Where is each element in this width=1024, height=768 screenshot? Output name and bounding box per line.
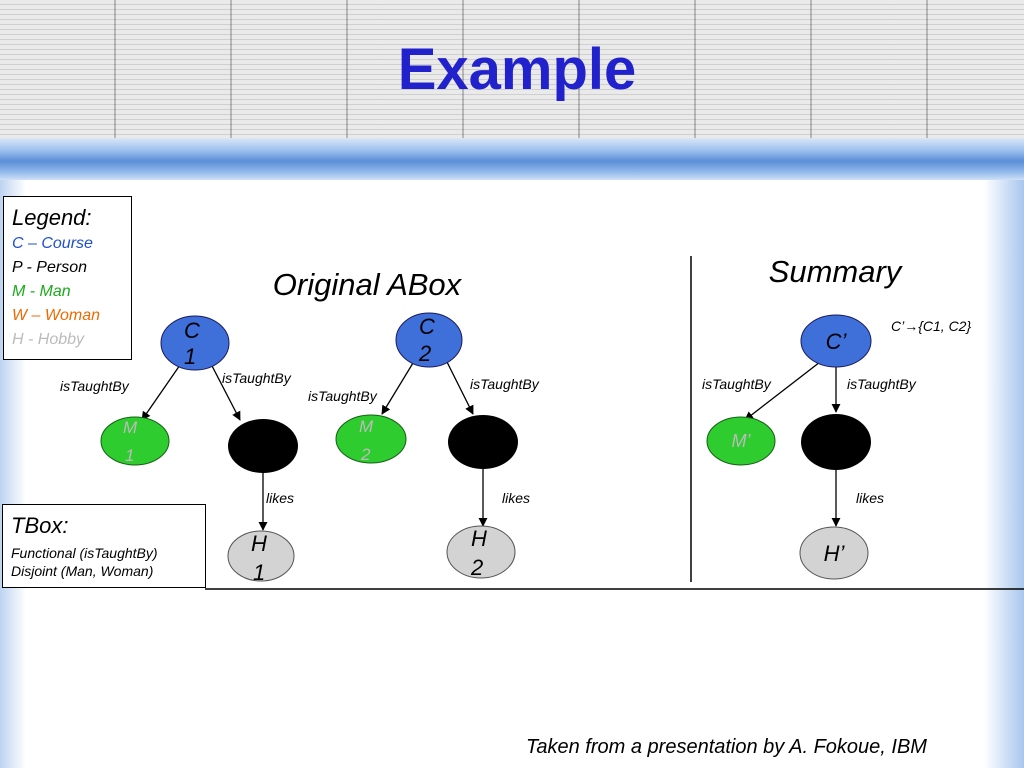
node-c2 <box>395 312 463 368</box>
legend-title: Legend: <box>12 205 92 230</box>
label-cp-mp: isTaughtBy <box>702 376 772 392</box>
edge-c1-m1 <box>141 364 181 421</box>
node-c1 <box>160 315 230 371</box>
node-h2-label-2: 2 <box>470 555 483 580</box>
node-c2-label-2: 2 <box>418 341 431 366</box>
legend-item-woman: W – Woman <box>12 307 101 324</box>
node-c1-label-1: C <box>184 318 200 343</box>
node-h-prime <box>799 526 869 580</box>
legend-item-hobby: H - Hobby <box>12 331 85 348</box>
node-p1 <box>228 419 298 473</box>
slide-title: Example <box>397 37 637 102</box>
node-m2-label-2: 2 <box>360 445 371 464</box>
tbox-line-functional: Functional (isTaughtBy) <box>11 545 158 561</box>
node-m-prime-label: M’ <box>732 431 752 451</box>
label-p1-h1: likes <box>266 490 294 506</box>
header-gradient-band <box>0 138 1024 180</box>
node-m2-label-1: M <box>359 417 374 436</box>
legend-item-course: C – Course <box>12 235 93 252</box>
edge-c2-m2 <box>381 362 414 415</box>
tbox-line-disjoint: Disjoint (Man, Woman) <box>11 563 154 579</box>
node-p-prime <box>801 414 871 470</box>
node-m2 <box>335 414 407 464</box>
original-abox-title: Original ABox <box>273 267 463 302</box>
edge-c2-p2 <box>445 359 474 415</box>
tbox-box: TBox: Functional (isTaughtBy) Disjoint (… <box>2 504 206 588</box>
node-c-prime-label: C’ <box>826 329 848 354</box>
node-h1-label-2: 1 <box>253 560 265 585</box>
right-edge-gradient <box>984 180 1024 768</box>
header-grid-background <box>0 0 1024 138</box>
label-pp-hp: likes <box>856 490 884 506</box>
node-c-prime <box>800 314 872 368</box>
node-h1-label-1: H <box>251 531 267 556</box>
tbox-title: TBox: <box>11 513 69 538</box>
edge-cp-mp <box>744 361 821 421</box>
label-c2-m2: isTaughtBy <box>308 388 378 404</box>
label-c2-p2: isTaughtBy <box>470 376 540 392</box>
node-m1-label-2: 1 <box>125 446 134 465</box>
label-c1-p1: isTaughtBy <box>222 370 292 386</box>
label-cp-pp: isTaughtBy <box>847 376 917 392</box>
node-h2 <box>446 525 516 579</box>
edge-c1-p1 <box>209 361 241 421</box>
label-c1-m1: isTaughtBy <box>60 378 130 394</box>
summary-title: Summary <box>769 254 904 289</box>
legend-item-person: P - Person <box>12 259 87 276</box>
node-m1-label-1: M <box>123 418 138 437</box>
node-m-prime <box>706 416 776 466</box>
node-h1 <box>227 530 295 582</box>
label-p2-h2: likes <box>502 490 530 506</box>
node-p2 <box>448 415 518 469</box>
node-c2-label-1: C <box>419 314 435 339</box>
legend-box: Legend: C – Course P - Person M - Man W … <box>3 196 132 360</box>
node-m1 <box>100 416 170 466</box>
node-c1-label-2: 1 <box>184 344 196 369</box>
node-h-prime-label: H’ <box>824 541 846 566</box>
node-h2-label-1: H <box>471 526 487 551</box>
legend-item-man: M - Man <box>12 283 71 300</box>
summary-mapping-note: C’→{C1, C2} <box>891 318 971 334</box>
source-footer: Taken from a presentation by A. Fokoue, … <box>526 736 927 758</box>
